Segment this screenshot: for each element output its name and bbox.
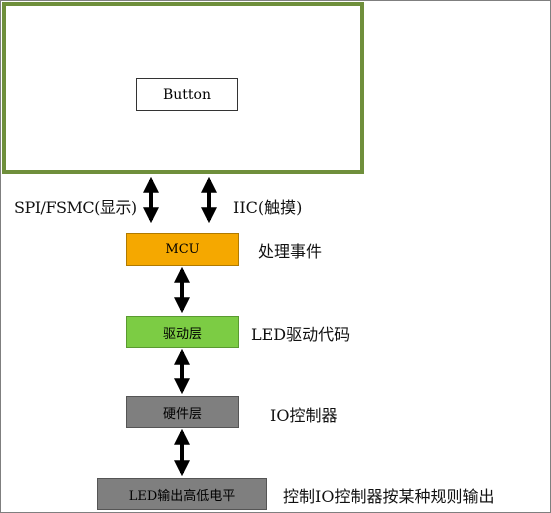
screen-panel: Button [2, 2, 364, 174]
display-interface-label: SPI/FSMC(显示) [14, 198, 137, 217]
hardware-layer-note: IO控制器 [270, 406, 338, 425]
driver-layer-note: LED驱动代码 [251, 325, 351, 344]
mcu-note: 处理事件 [258, 242, 323, 261]
hardware-layer-box: 硬件层 [126, 396, 239, 428]
mcu-box: MCU [126, 233, 239, 266]
led-output-note: 控制IO控制器按某种规则输出 [283, 487, 495, 506]
touch-interface-label: IIC(触摸) [233, 198, 303, 217]
led-output-box: LED输出高低电平 [97, 478, 267, 510]
driver-layer-box: 驱动层 [126, 316, 239, 348]
screen-button[interactable]: Button [136, 78, 238, 111]
